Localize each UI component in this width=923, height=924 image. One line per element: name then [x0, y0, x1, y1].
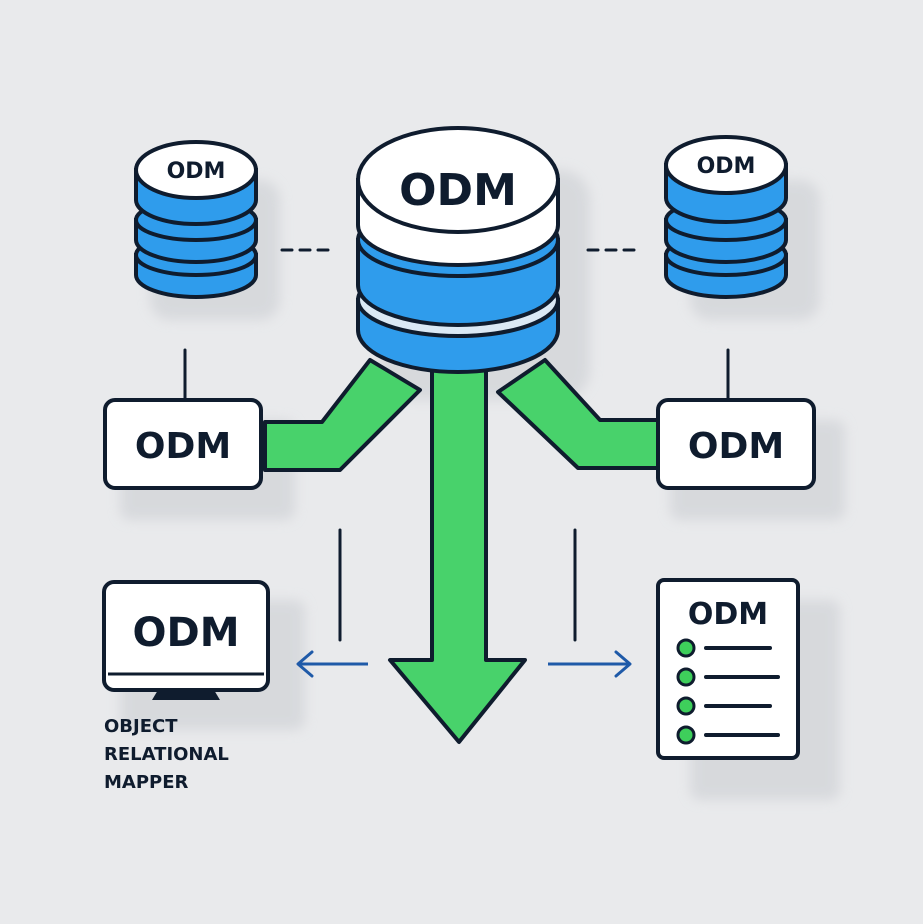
right-connectors	[573, 248, 730, 642]
arrowhead-left-icon	[296, 650, 314, 678]
monitor-icon: ODM	[102, 580, 270, 700]
left-db-label: ODM	[167, 159, 226, 184]
arrow-to-monitor	[296, 650, 368, 678]
left-odm-box: ODM	[103, 398, 263, 490]
arrow-to-document	[548, 650, 632, 678]
left-branch-arrow	[263, 358, 422, 472]
caption-line-2: RELATIONAL	[104, 744, 229, 765]
caption-line-3: MAPPER	[104, 772, 189, 793]
caption: OBJECT RELATIONAL MAPPER	[104, 716, 229, 793]
caption-line-1: OBJECT	[104, 716, 178, 737]
central-database: ODM	[356, 126, 560, 374]
right-box-label: ODM	[688, 426, 784, 467]
right-odm-box: ODM	[656, 398, 816, 490]
green-flow-arrows	[263, 358, 660, 744]
monitor-label: ODM	[132, 610, 239, 656]
document-label: ODM	[688, 597, 768, 632]
arrowhead-right-icon	[614, 650, 632, 678]
left-box-label: ODM	[135, 426, 231, 467]
left-database: ODM	[134, 140, 258, 299]
central-db-label: ODM	[399, 165, 517, 216]
list-document-icon: ODM	[656, 578, 800, 760]
right-db-label: ODM	[697, 154, 756, 179]
right-database: ODM	[664, 135, 788, 299]
down-main-arrow	[388, 358, 527, 744]
left-connectors	[183, 248, 342, 642]
document-list-items	[676, 638, 780, 745]
